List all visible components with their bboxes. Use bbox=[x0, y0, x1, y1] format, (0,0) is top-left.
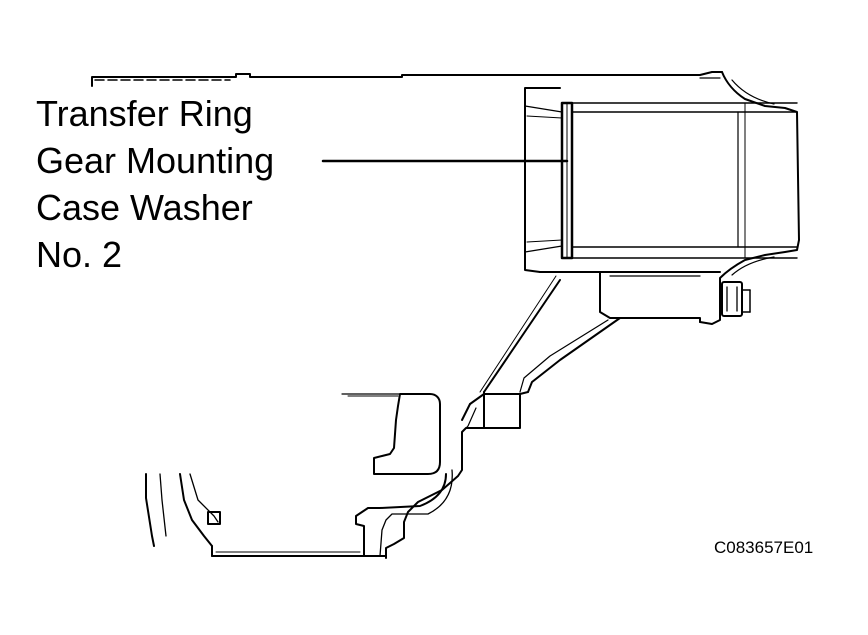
housing-top-edge bbox=[91, 71, 723, 87]
bolt bbox=[721, 281, 751, 317]
inner-pocket bbox=[341, 393, 441, 475]
diagonal-ribs bbox=[479, 275, 621, 393]
washer-bore bbox=[524, 87, 798, 273]
housing-right-contour bbox=[699, 71, 800, 325]
middle-step bbox=[385, 391, 529, 559]
lower-channel bbox=[355, 469, 453, 557]
callout-line-4: No. 2 bbox=[36, 234, 123, 275]
callout-line-2: Gear Mounting bbox=[36, 140, 275, 181]
lower-flange bbox=[539, 271, 721, 323]
figure-code: C083657E01 bbox=[714, 538, 814, 557]
washer-callout-label: Transfer Ring Gear Mounting Case Washer … bbox=[36, 90, 274, 278]
bottom-left-structure bbox=[145, 473, 365, 557]
callout-line-3: Case Washer bbox=[36, 187, 253, 228]
callout-line-1: Transfer Ring bbox=[36, 93, 253, 134]
